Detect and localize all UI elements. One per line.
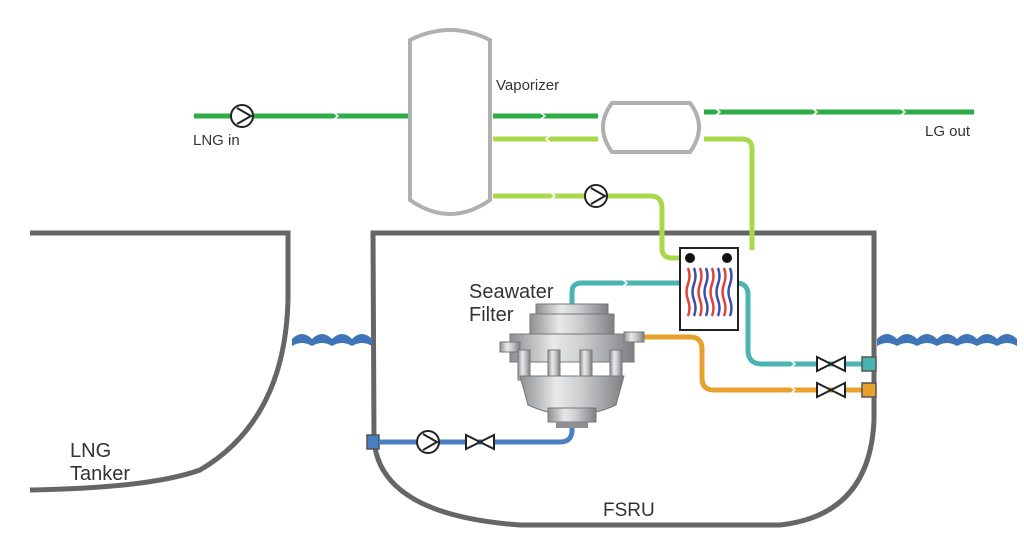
glycol-flow-arrow-2	[549, 191, 557, 201]
seawater-filter-label-line2: Filter	[469, 304, 514, 326]
seawater-flow-arrow-2	[789, 359, 797, 369]
vaporizer-label: Vaporizer	[496, 77, 560, 94]
glycol-flow-arrow-1	[544, 134, 552, 144]
seawater-filtered-pipe	[569, 280, 682, 305]
horizontal-vessel	[601, 101, 701, 154]
lng-tanker-hull	[29, 230, 291, 493]
seawater-filter-label-line1: Seawater	[469, 281, 554, 303]
hull-penetration-upper	[861, 356, 877, 372]
seawater-flow-arrow-1	[621, 278, 629, 288]
discharge-valve-icon	[816, 355, 846, 373]
orange-flow-arrow	[789, 385, 797, 395]
fsru-hull	[370, 230, 877, 528]
vaporizer-vessel	[408, 28, 492, 216]
lng-flow-arrow-5	[899, 107, 907, 117]
water-wave-left	[292, 334, 372, 346]
orange-valve-icon	[816, 381, 846, 399]
lng-flow-arrow-1	[332, 111, 340, 121]
glycol-pump-icon	[584, 184, 608, 208]
sea-chest-icon	[366, 434, 380, 450]
seawater-pump-icon	[416, 430, 440, 454]
lng-pump-icon	[230, 104, 254, 128]
lng-flow-arrow-4	[811, 107, 819, 117]
seawater-intake-valve-icon	[465, 433, 495, 451]
water-wave-right	[877, 334, 1017, 346]
lng-tanker-label-line1: LNG	[70, 440, 112, 462]
orange-return-pipe	[640, 334, 862, 393]
hull-penetration-lower	[861, 382, 877, 398]
heat-exchanger	[679, 247, 739, 331]
seawater-intake-pipe	[379, 418, 575, 445]
fsru-label: FSRU	[603, 500, 655, 521]
lng-in-label: LNG in	[193, 132, 240, 149]
seawater-filter-icon	[499, 303, 645, 428]
lng-tanker-label-line2: Tanker	[70, 463, 131, 485]
lg-out-label: LG out	[925, 123, 971, 140]
lng-flow-arrow-2	[539, 111, 547, 121]
glycol-supply-pipe	[493, 193, 682, 261]
lng-flow-arrow-3	[714, 107, 722, 117]
seawater-discharge-pipe	[735, 280, 862, 367]
